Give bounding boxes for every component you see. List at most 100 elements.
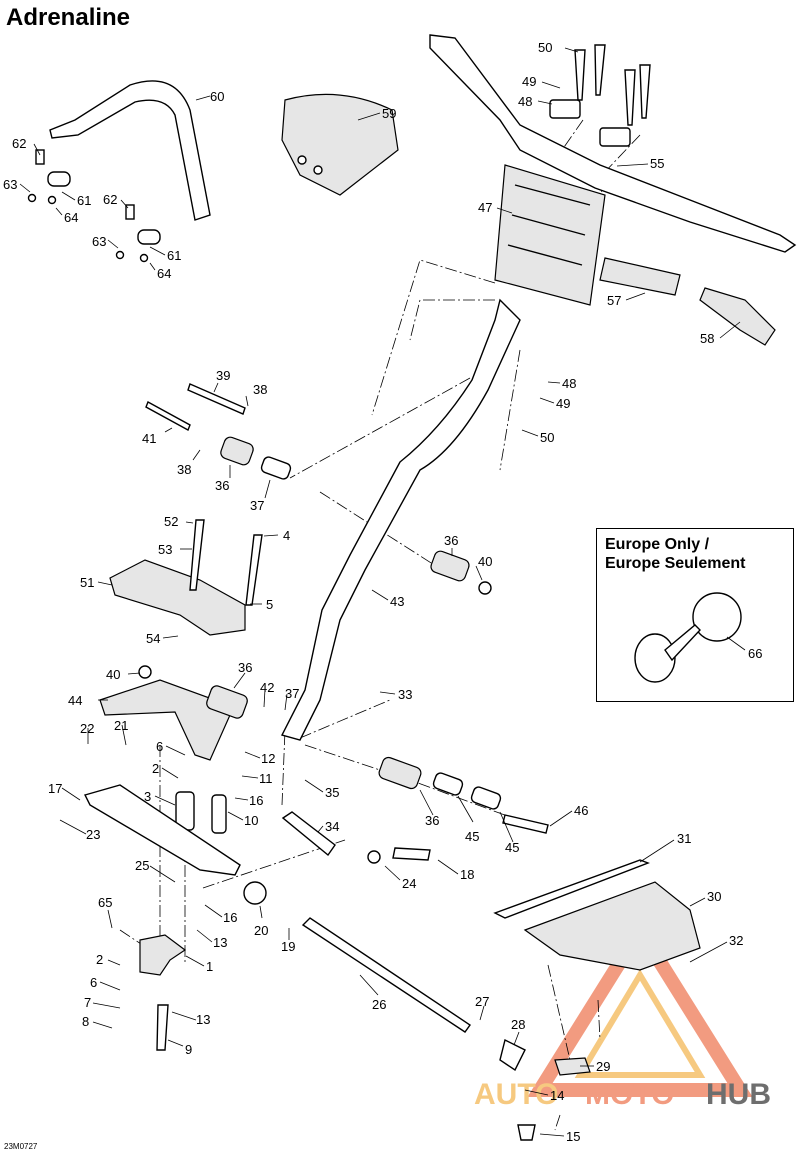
callout-14: 14 — [550, 1088, 564, 1103]
page-title: Adrenaline — [6, 4, 131, 31]
riser-47 — [494, 164, 606, 306]
grip-57 — [599, 257, 681, 296]
callout-3: 3 — [144, 789, 151, 804]
callout-62: 62 — [103, 192, 117, 207]
callout-7: 7 — [84, 995, 91, 1010]
callout-19: 19 — [281, 939, 295, 954]
callout-48: 48 — [518, 94, 532, 109]
parts — [27, 34, 797, 1141]
callout-58: 58 — [700, 331, 714, 346]
callout-6: 6 — [90, 975, 97, 990]
callout-55: 55 — [650, 156, 664, 171]
callout-18: 18 — [460, 867, 474, 882]
callout-45: 45 — [505, 840, 519, 855]
throttle-58 — [699, 287, 776, 346]
hand-guard-60 — [49, 80, 211, 221]
callout-36: 36 — [215, 478, 229, 493]
bracket-44 — [99, 679, 231, 761]
callout-5: 5 — [266, 597, 273, 612]
callout-40: 40 — [478, 554, 492, 569]
callout-27: 27 — [475, 994, 489, 1009]
callout-11: 11 — [259, 771, 273, 786]
callout-45: 45 — [465, 829, 479, 844]
callout-49: 49 — [522, 74, 536, 89]
callout-57: 57 — [607, 293, 621, 308]
callout-61: 61 — [77, 193, 91, 208]
callout-59: 59 — [382, 106, 396, 121]
handlebar-pad-59 — [281, 93, 399, 196]
horn-66 — [692, 592, 742, 642]
callout-29: 29 — [596, 1059, 610, 1074]
inset-title-line2: Europe Seulement — [605, 555, 746, 572]
callout-44: 44 — [68, 693, 82, 708]
callout-2: 2 — [96, 952, 103, 967]
inset-title-line1: Europe Only / — [605, 536, 710, 553]
steering-column-43 — [280, 298, 521, 741]
callout-31: 31 — [677, 831, 691, 846]
callout-37: 37 — [285, 686, 299, 701]
plate-51 — [109, 559, 246, 636]
callout-10: 10 — [244, 813, 258, 828]
callout-41: 41 — [142, 431, 156, 446]
callout-30: 30 — [707, 889, 721, 904]
callout-34: 34 — [325, 819, 339, 834]
callout-38: 38 — [253, 382, 267, 397]
callout-36: 36 — [444, 533, 458, 548]
callout-50: 50 — [538, 40, 552, 55]
callout-64: 64 — [157, 266, 171, 281]
callout-61: 61 — [167, 248, 181, 263]
callout-33: 33 — [398, 687, 412, 702]
callout-51: 51 — [80, 575, 94, 590]
callout-13: 13 — [196, 1012, 210, 1027]
callout-60: 60 — [210, 89, 224, 104]
inset-title: Europe Only / Europe Seulement — [605, 535, 745, 573]
callout-15: 15 — [566, 1129, 580, 1144]
callout-49: 49 — [556, 396, 570, 411]
callout-37: 37 — [250, 498, 264, 513]
watermark-part3: HUB — [706, 1078, 771, 1111]
callout-6: 6 — [156, 739, 163, 754]
callout-62: 62 — [12, 136, 26, 151]
callout-8: 8 — [82, 1014, 89, 1029]
callout-38: 38 — [177, 462, 191, 477]
document-id: 23M0727 — [4, 1142, 38, 1151]
callout-24: 24 — [402, 876, 416, 891]
callout-22: 22 — [80, 721, 94, 736]
callout-43: 43 — [390, 594, 404, 609]
callout-9: 9 — [185, 1042, 192, 1057]
callout-1: 1 — [206, 959, 213, 974]
callout-48: 48 — [562, 376, 576, 391]
callout-39: 39 — [216, 368, 230, 383]
steering-arm-1 — [139, 934, 187, 976]
callout-32: 32 — [729, 933, 743, 948]
callout-13: 13 — [213, 935, 227, 950]
callout-23: 23 — [86, 827, 100, 842]
callout-labels: 60 59 50 49 48 55 47 62 63 61 64 62 63 6… — [3, 40, 762, 1144]
callout-42: 42 — [260, 680, 274, 695]
callout-25: 25 — [135, 858, 149, 873]
callout-16: 16 — [249, 793, 263, 808]
callout-63: 63 — [92, 234, 106, 249]
callout-21: 21 — [114, 718, 128, 733]
pitman-arm-17 — [83, 784, 241, 876]
callout-16: 16 — [223, 910, 237, 925]
callout-36: 36 — [238, 660, 252, 675]
callout-20: 20 — [254, 923, 268, 938]
europe-inset-box: Europe Only / Europe Seulement — [596, 528, 794, 702]
callout-63: 63 — [3, 177, 17, 192]
callout-53: 53 — [158, 542, 172, 557]
callout-47: 47 — [478, 200, 492, 215]
callout-12: 12 — [261, 751, 275, 766]
callout-2: 2 — [152, 761, 159, 776]
callout-4: 4 — [283, 528, 290, 543]
callout-64: 64 — [64, 210, 78, 225]
callout-40: 40 — [106, 667, 120, 682]
handlebar-55 — [429, 34, 797, 253]
boot-30 — [523, 881, 701, 971]
tie-rod-26 — [301, 917, 471, 1033]
callout-17: 17 — [48, 781, 62, 796]
callout-28: 28 — [511, 1017, 525, 1032]
leader-lines — [19, 47, 746, 1137]
callout-65: 65 — [98, 895, 112, 910]
